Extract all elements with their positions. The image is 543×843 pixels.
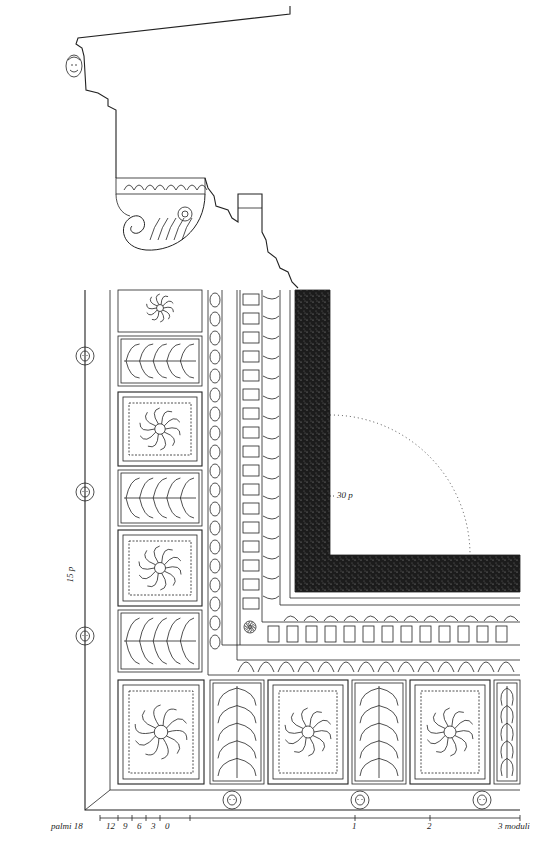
soffit-plan [76, 290, 520, 810]
lion-head [76, 347, 94, 365]
scale-label: 12 [105, 822, 116, 831]
rosette [245, 622, 255, 632]
drawing [66, 6, 520, 821]
lion-head [473, 791, 491, 809]
rosette [139, 546, 181, 590]
rosette [427, 708, 473, 756]
lion-head [351, 791, 369, 809]
scale-label: palmi 18 [50, 822, 84, 831]
scale-label: 2 [426, 822, 433, 831]
rosette [147, 294, 174, 322]
rosette [285, 708, 331, 756]
rosette [135, 705, 187, 759]
rosette [140, 408, 180, 450]
scale-label: 0 [164, 822, 171, 831]
lion-head [76, 627, 94, 645]
scale-label: 3 [150, 822, 157, 831]
scale-label: 1 [351, 822, 358, 831]
scale-bar [100, 815, 520, 821]
dimension-label: 15 p [66, 566, 75, 584]
dimension-label: 30 p [336, 491, 354, 500]
lion-head [223, 791, 241, 809]
scale-label: 3 moduli [497, 822, 531, 831]
lion-head [76, 483, 94, 501]
scale-label: 9 [122, 822, 129, 831]
cornice-profile [66, 6, 298, 288]
scale-label: 6 [136, 822, 143, 831]
